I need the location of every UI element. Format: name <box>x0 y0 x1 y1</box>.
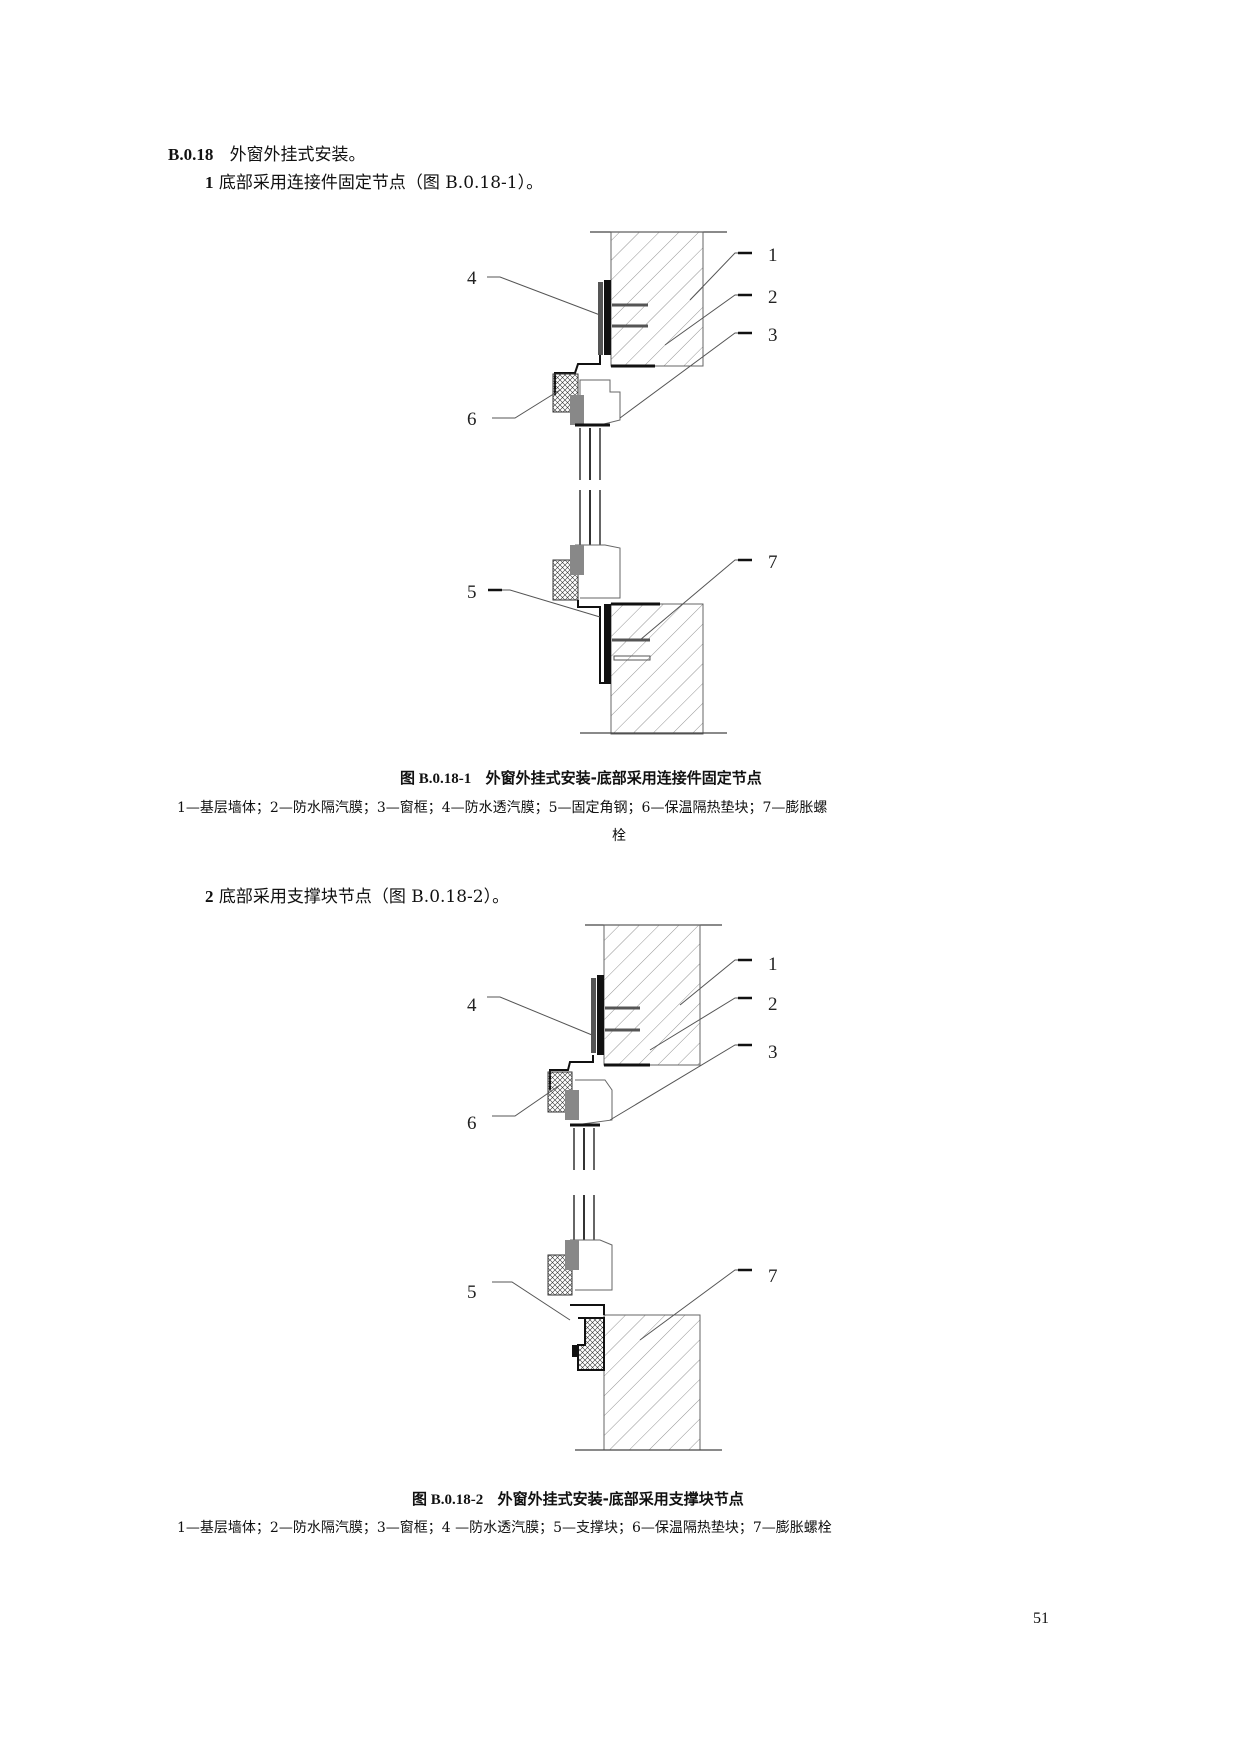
item-text: 底部采用支撑块节点（图 B.0.18-2）。 <box>218 887 510 907</box>
figure-1-legend: 1—基层墙体；2—防水隔汽膜；3—窗框；4—防水透汽膜；5—固定角钢；6—保温隔… <box>177 800 828 816</box>
callout-2: 2 <box>768 287 778 308</box>
item-number: 1 <box>205 173 214 192</box>
caption-title: 外窗外挂式安装-底部采用支撑块节点 <box>497 1490 744 1508</box>
callout-1: 1 <box>768 954 778 975</box>
callout-2: 2 <box>768 994 778 1015</box>
item-1: 1 底部采用连接件固定节点（图 B.0.18-1）。 <box>205 168 543 193</box>
item-number: 2 <box>205 887 214 906</box>
figure-1-legend-cont: 栓 <box>612 828 626 844</box>
callout-5: 5 <box>467 582 477 603</box>
callout-5: 5 <box>467 1282 477 1303</box>
section-number: B.0.18 <box>168 145 214 164</box>
figure-2-legend: 1—基层墙体；2—防水隔汽膜；3—窗框；4 —防水透汽膜；5—支撑块；6—保温隔… <box>177 1520 832 1536</box>
callout-6: 6 <box>467 409 477 430</box>
callout-4: 4 <box>467 268 477 289</box>
caption-number: 图 B.0.18-2 <box>412 1492 484 1508</box>
callout-3: 3 <box>768 1042 778 1063</box>
item-2: 2 底部采用支撑块节点（图 B.0.18-2）。 <box>205 882 509 907</box>
callout-4: 4 <box>467 995 477 1016</box>
callout-7: 7 <box>768 552 778 573</box>
section-title: 外窗外挂式安装。 <box>229 145 366 165</box>
caption-title: 外窗外挂式安装-底部采用连接件固定节点 <box>485 769 762 787</box>
callout-1: 1 <box>768 245 778 266</box>
callout-7: 7 <box>768 1266 778 1287</box>
figure-1-caption: 图 B.0.18-1 外窗外挂式安装-底部采用连接件固定节点 <box>400 767 762 788</box>
figure-1-drawing: 1 2 3 4 5 6 7 <box>467 231 778 735</box>
item-text: 底部采用连接件固定节点（图 B.0.18-1）。 <box>218 173 544 193</box>
caption-number: 图 B.0.18-1 <box>400 771 472 787</box>
page-number: 51 <box>1033 1610 1049 1627</box>
section-heading: B.0.18 外窗外挂式安装。 <box>168 140 366 165</box>
figure-2-drawing: 1 2 3 4 5 6 7 <box>467 924 778 1451</box>
callout-6: 6 <box>467 1113 477 1134</box>
callout-3: 3 <box>768 325 778 346</box>
figure-2-caption: 图 B.0.18-2 外窗外挂式安装-底部采用支撑块节点 <box>412 1488 744 1509</box>
